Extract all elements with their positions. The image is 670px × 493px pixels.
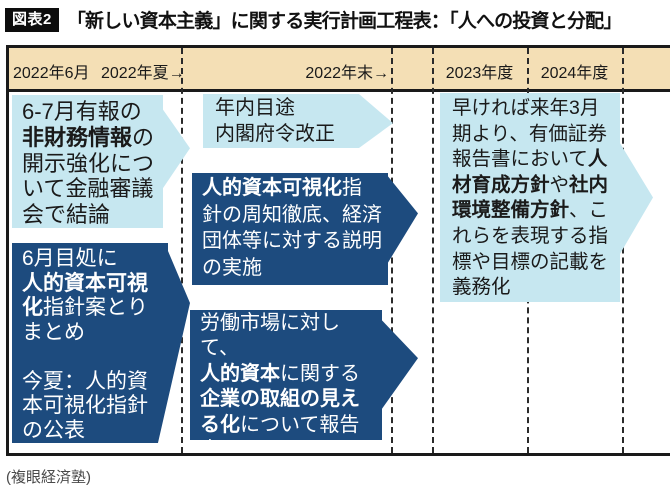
column-divider-1 <box>181 48 183 453</box>
box-human-capital-guideline-draft: 6月目処に 人的資本可視 化指針案とり まとめ 今夏：人的資 本可視化指針 の公… <box>12 243 190 443</box>
tick-2022-june: 2022年6月 <box>13 65 90 82</box>
title-bar: 図表2 「新しい資本主義」に関する実行計画工程表：「人への投資と分配」 <box>5 6 622 33</box>
timeline-header <box>9 48 670 92</box>
roadmap-table: 2022年6月 2022年夏→ 2022年末→ 2023年度 2024年度 6-… <box>6 45 670 456</box>
tick-fy2023: 2023年度 <box>445 65 514 82</box>
figure-number-badge: 図表2 <box>5 7 59 32</box>
box-cabinet-ordinance-revision: 年内目途 内閣府令改正 <box>203 94 393 148</box>
column-divider-3 <box>432 48 434 453</box>
source-credit: (複眼経済塾) <box>6 469 91 486</box>
page-title: 「新しい資本主義」に関する実行計画工程表：「人への投資と分配」 <box>66 11 623 32</box>
box-guideline-dissemination: 人的資本可視化指 針の周知徹底、経済 団体等に対する説明 の実施 <box>192 173 418 285</box>
tick-2022-yearend: 2022年末→ <box>305 65 389 82</box>
column-divider-5 <box>622 48 624 453</box>
tick-fy2024: 2024年度 <box>540 65 609 82</box>
tick-2022-summer: 2022年夏→ <box>101 65 185 82</box>
box-labor-market-visibility-report: 労働市場に対して、 人的資本に関する 企業の取組の見え る化について報告 書とり… <box>190 310 418 440</box>
box-finance-council-conclusion: 6-7月有報の 非財務情報の 開示強化につ いて金融審議 会で結論 <box>12 95 190 228</box>
box-securities-report-mandate: 早ければ来年3月 期より、有価証券 報告書において人 材育成方針や社内 環境整備… <box>440 93 653 302</box>
